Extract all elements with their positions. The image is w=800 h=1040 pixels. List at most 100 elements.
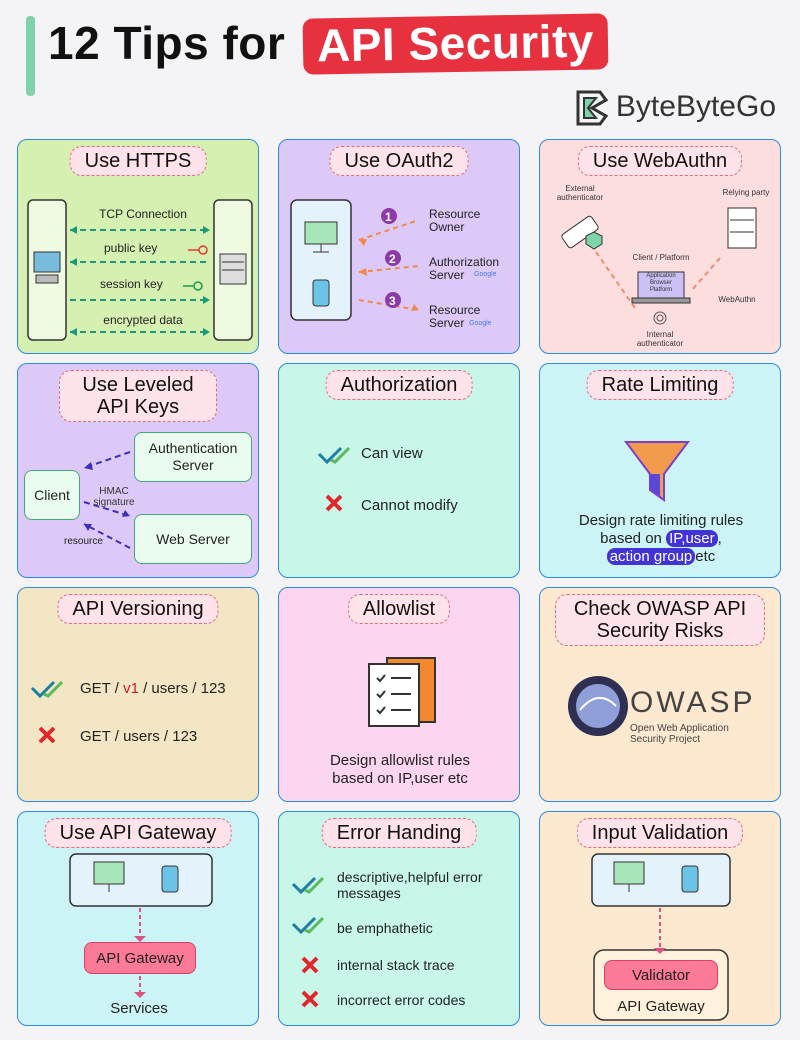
google-logo: Google	[474, 271, 497, 278]
accent-bar	[26, 16, 35, 96]
card-api-gateway: Use API Gateway API Gateway Services	[17, 811, 259, 1026]
internal-authenticator-label: Internal authenticator	[636, 330, 684, 348]
validator-box: Validator	[604, 960, 718, 990]
can-view-label: Can view	[361, 445, 423, 462]
cross-icon	[38, 726, 56, 744]
server-icon	[219, 253, 247, 285]
oauth-resource-owner: Resource Owner	[429, 207, 481, 234]
step-3: 3	[389, 294, 396, 308]
phone-icon	[681, 865, 699, 893]
allowlist-line-1: Design allowlist rules	[329, 752, 471, 769]
allowlist-icons	[368, 657, 436, 727]
version-label: v1	[123, 680, 139, 697]
phone-icon	[161, 865, 179, 893]
https-label-tcp: TCP Connection	[99, 207, 187, 221]
versioned-endpoint: GET / v1 / users / 123	[80, 680, 226, 697]
cross-icon	[301, 956, 319, 974]
owasp-wordmark: OWASP	[630, 686, 756, 719]
client-platform-label: Client / Platform	[632, 253, 690, 262]
authorization-icons	[317, 446, 351, 512]
webauthn-diagram	[561, 207, 757, 325]
rate-highlight: IP,user	[666, 530, 718, 547]
laptop-icon	[631, 271, 691, 304]
brand-name: ByteByteGo	[615, 90, 776, 123]
step-1: 1	[385, 210, 392, 224]
monitor-icon	[304, 221, 338, 253]
owasp-logo-art	[568, 676, 628, 736]
rate-limiting-icons	[624, 441, 690, 502]
rate-rule-line-1: Design rate limiting rules	[578, 512, 744, 529]
card-title: Input Validation	[576, 818, 744, 848]
double-check-icon	[291, 916, 325, 935]
card-title: Rate Limiting	[586, 370, 734, 400]
computer-icon	[33, 251, 61, 284]
error-item-descriptive: descriptive,helpful error messages	[337, 869, 483, 901]
hmac-label: HMAC signature	[93, 486, 135, 508]
relying-party-label: Relying party	[722, 188, 770, 197]
error-icons	[291, 876, 325, 1008]
leveled-keys-diagram	[83, 451, 131, 549]
services-label: Services	[110, 1000, 168, 1017]
versioning-icons	[30, 680, 64, 744]
card-title: Use Leveled API Keys	[59, 370, 217, 422]
card-oauth2: Use OAuth2 1 2 3 Resource Owner Authoriz…	[278, 139, 520, 354]
usb-key-icon	[561, 215, 603, 250]
rate-rule-text: based on	[600, 530, 662, 547]
oauth-authorization-server: Authorization Server	[429, 255, 500, 282]
error-item-empathetic: be emphathetic	[337, 920, 433, 936]
owasp-subtitle-1: Open Web Application	[630, 723, 729, 734]
allowlist-line-2: based on IP,user etc	[332, 770, 468, 787]
oauth-diagram	[290, 199, 420, 321]
cross-icon	[301, 990, 319, 1008]
rate-rule-text: ,	[717, 530, 722, 547]
card-title: Use OAuth2	[329, 146, 469, 176]
web-server-box: Web Server	[134, 514, 252, 564]
card-webauthn: Use WebAuthn External authenticator Rely…	[539, 139, 781, 354]
https-diagram	[27, 199, 253, 341]
card-title: Use API Gateway	[44, 818, 232, 848]
card-rate-limiting: Rate Limiting Design rate limiting rules…	[539, 363, 781, 578]
key-icon-green	[183, 281, 203, 291]
card-title: Use HTTPS	[69, 146, 207, 176]
monitor-icon	[613, 861, 645, 892]
card-title: Use WebAuthn	[577, 146, 743, 176]
card-owasp: Check OWASP API Security Risks OWASP Ope…	[539, 587, 781, 802]
page-title: 12 Tips for API Security	[48, 13, 609, 75]
cross-icon	[325, 494, 343, 512]
webauthn-label: WebAuthn	[718, 295, 756, 304]
unversioned-endpoint: GET / users / 123	[80, 728, 198, 745]
phone-icon	[312, 279, 330, 307]
bytebytego-logo-icon	[576, 90, 608, 126]
card-error-handling: Error Handing descriptive,helpful error …	[278, 811, 520, 1026]
card-authorization: Authorization Can view Cannot modify	[278, 363, 520, 578]
client-box: Client	[24, 470, 80, 520]
api-gateway-box: API Gateway	[84, 942, 196, 974]
double-check-icon	[317, 446, 351, 465]
card-title: Error Handing	[321, 818, 477, 848]
card-title: API Versioning	[57, 594, 219, 624]
checklist-icon	[368, 657, 436, 727]
card-allowlist: Allowlist Design allowlist rules based o…	[278, 587, 520, 802]
resource-label: resource	[64, 536, 103, 547]
endpoint-text: GET /	[80, 680, 119, 697]
key-icon-red	[188, 245, 208, 255]
card-input-validation: Input Validation Validator API Gateway	[539, 811, 781, 1026]
https-label-session-key: session key	[100, 277, 163, 291]
brand: ByteByteGo	[574, 88, 776, 126]
oauth-resource-server: Resource Server	[429, 303, 481, 330]
title-highlight: API Security	[302, 13, 609, 75]
owasp-logo-icon	[568, 676, 628, 736]
double-check-icon	[30, 680, 64, 699]
error-item-stack-trace: internal stack trace	[337, 957, 455, 973]
fingerprint-icon	[653, 311, 667, 325]
cannot-modify-label: Cannot modify	[361, 497, 458, 514]
endpoint-text: / users / 123	[143, 680, 226, 697]
monitor-icon	[93, 861, 125, 892]
rate-rule-line-2: based on IP,user,	[540, 530, 780, 547]
browser-label: Application Browser Platform	[646, 273, 676, 293]
card-title: Authorization	[325, 370, 473, 400]
google-logo: Google	[469, 320, 492, 327]
funnel-icon	[624, 441, 690, 502]
